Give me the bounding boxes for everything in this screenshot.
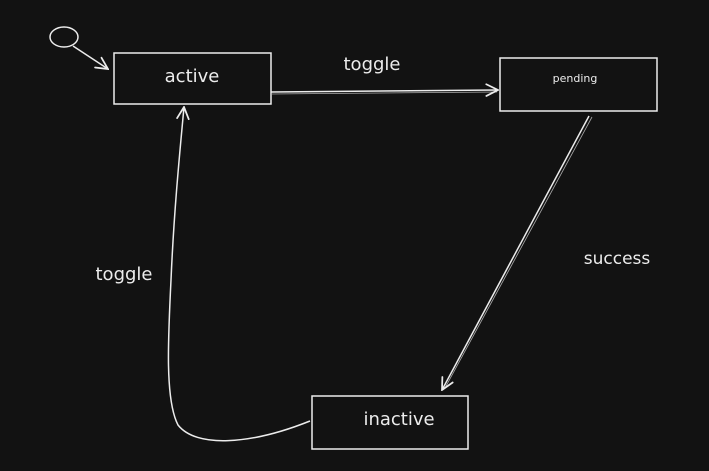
transition-inactive-to-active-label: toggle [96,264,153,285]
state-active[interactable]: active [113,52,272,105]
state-active-label: active [165,66,220,87]
state-inactive-label: inactive [363,409,434,430]
initial-transition-arrow [72,45,108,69]
state-active-box [113,52,272,105]
initial-state-marker [49,26,79,48]
state-pending-box [499,57,658,112]
state-inactive-box [311,395,469,450]
transition-inactive-to-active[interactable]: toggle [96,107,311,442]
transition-active-to-pending[interactable]: toggle [270,54,498,94]
transition-active-to-pending-label: toggle [344,54,401,75]
transition-pending-to-inactive[interactable]: success [442,115,651,390]
transition-inactive-to-active-arrow [167,107,311,442]
transition-pending-to-inactive-label: success [584,249,651,269]
state-pending[interactable]: pending [499,57,658,112]
transition-active-to-pending-arrow [270,90,498,92]
state-pending-label: pending [553,72,598,85]
state-inactive[interactable]: inactive [311,395,469,450]
transition-pending-to-inactive-arrow [442,115,590,390]
